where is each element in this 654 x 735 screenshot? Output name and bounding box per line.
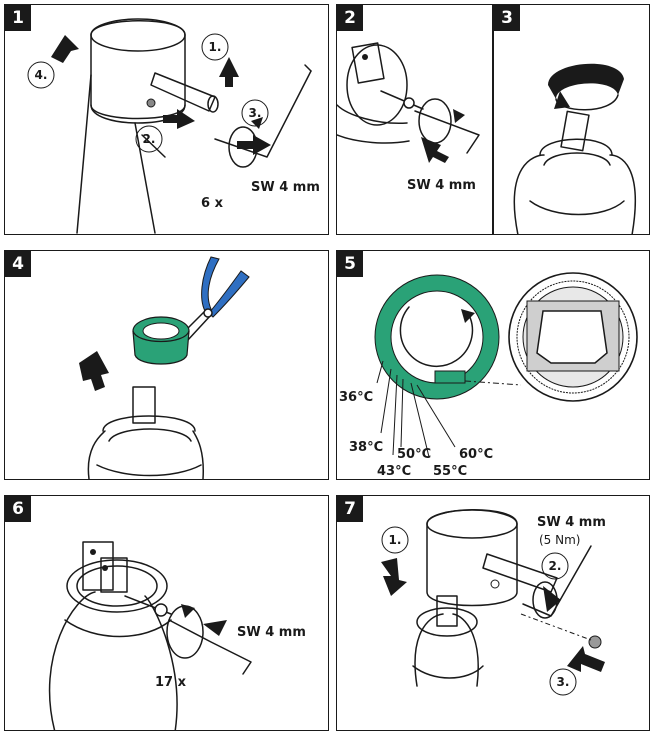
step-number: 1 <box>5 5 31 31</box>
step-1-panel: 1 1. 2. 3. 4. SW 4 mm 6 x <box>4 4 329 235</box>
rotate-arrow-icon <box>251 117 263 129</box>
left-arrow-icon <box>237 135 271 155</box>
step-7-illustration: 1. 2. 3. SW 4 mm (5 Nm) <box>381 509 606 696</box>
step-number: 2 <box>337 5 363 31</box>
tool-size-label: SW 4 mm <box>537 515 606 530</box>
up-arrow-icon <box>51 35 79 63</box>
screw-count-label: 6 x <box>201 196 224 211</box>
up-arrow-icon <box>219 57 239 87</box>
tool-size-label: SW 4 mm <box>407 178 476 193</box>
tool-size-label: SW 4 mm <box>251 180 320 195</box>
svg-text:2.: 2. <box>549 559 562 573</box>
step-4-panel: 4 <box>4 250 329 480</box>
step-1-illustration: 1. 2. 3. 4. SW 4 mm 6 x <box>27 18 320 234</box>
temp-38: 38°C <box>349 440 383 455</box>
step-3-panel: 3 <box>493 4 650 235</box>
tool-size-label: SW 4 mm <box>237 625 306 640</box>
callout-1 <box>201 33 229 61</box>
down-arrow-icon <box>381 558 407 596</box>
screw-count-label: 17 x <box>155 675 187 690</box>
torque-label: (5 Nm) <box>539 533 580 547</box>
svg-text:1.: 1. <box>389 533 402 547</box>
callout-2 <box>541 552 569 580</box>
up-arrow-icon <box>79 351 109 391</box>
left-arrow-icon <box>567 646 605 672</box>
down-arrow-icon <box>421 137 449 163</box>
step-number: 4 <box>5 251 31 277</box>
temp-60: 60°C <box>459 447 493 462</box>
rotate-arrow-icon <box>203 620 227 636</box>
step-7-panel: 7 1. 2. 3. SW 4 mm (5 Nm) <box>336 495 650 731</box>
step-2-panel: 2 SW 4 mm <box>336 4 493 235</box>
callout-3 <box>241 99 269 127</box>
step-5-illustration: 36°C 38°C 43°C 50°C 55°C 60°C <box>339 272 638 479</box>
callout-1 <box>381 526 409 554</box>
temp-50: 50°C <box>397 447 431 462</box>
step-number: 6 <box>5 496 31 522</box>
svg-text:3.: 3. <box>249 106 262 120</box>
svg-text:1.: 1. <box>209 40 222 54</box>
step-6-panel: 6 SW 4 mm 17 x <box>4 495 329 731</box>
temp-43: 43°C <box>377 464 411 479</box>
rotate-arrow-icon <box>453 109 465 123</box>
down-arrow-icon <box>543 586 561 612</box>
rotate-arrow-icon <box>461 309 475 323</box>
callout-4 <box>27 61 55 89</box>
svg-text:4.: 4. <box>35 68 48 82</box>
rotate-arrow-icon <box>181 604 195 618</box>
step-4-illustration <box>79 256 250 479</box>
step-number: 3 <box>494 5 520 31</box>
temp-36: 36°C <box>339 390 373 405</box>
callout-3 <box>549 668 577 696</box>
svg-text:3.: 3. <box>557 675 570 689</box>
step-2-illustration: SW 4 mm <box>337 42 480 193</box>
step-5-panel: 5 36°C 38°C 43°C 50°C 55°C 60°C <box>336 250 650 480</box>
rotate-arrow-icon <box>554 91 570 109</box>
step-6-illustration: SW 4 mm 17 x <box>48 541 306 730</box>
step-number: 7 <box>337 496 363 522</box>
temp-55: 55°C <box>433 464 467 479</box>
svg-text:2.: 2. <box>143 132 156 146</box>
step-3-illustration <box>513 63 637 234</box>
step-number: 5 <box>337 251 363 277</box>
callout-2 <box>135 125 163 153</box>
right-arrow-icon <box>163 109 195 129</box>
